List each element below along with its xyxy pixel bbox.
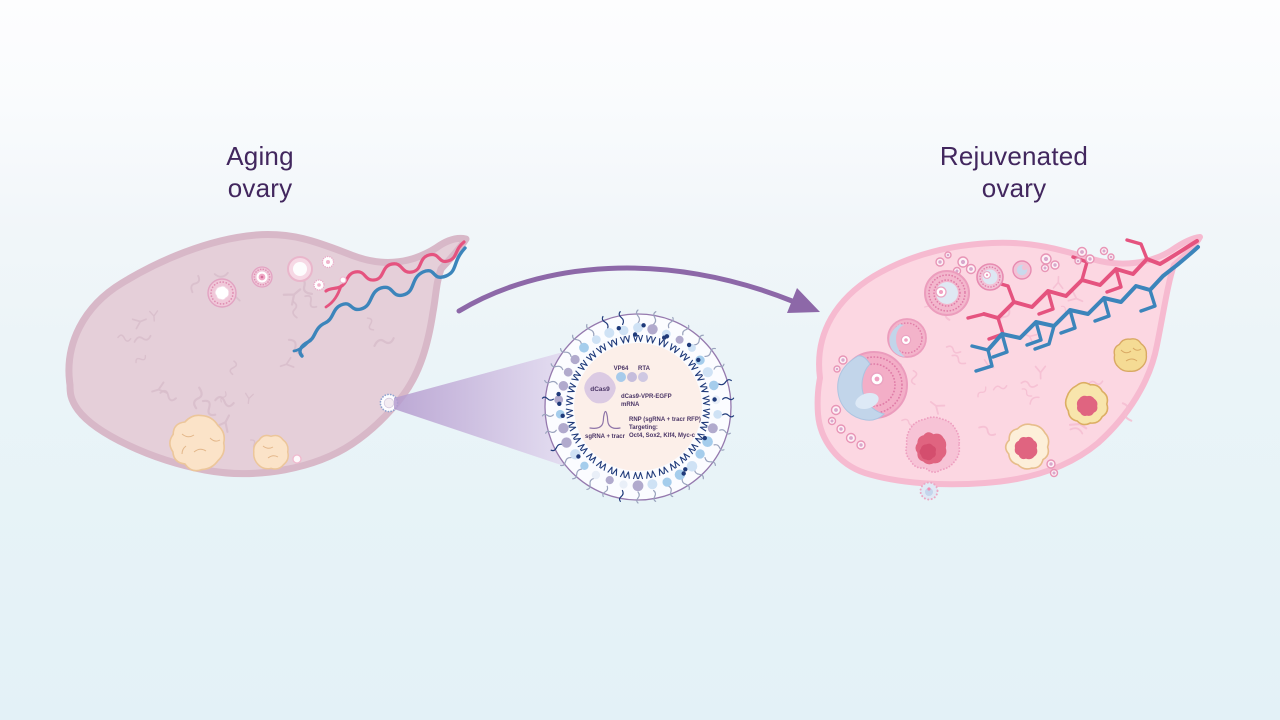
aging-ovary-texture [117, 271, 395, 450]
aging-follicles [207, 255, 347, 308]
aging-title-line1: Aging [226, 141, 294, 171]
rta-domain [638, 372, 648, 382]
aging-follicle-small-2 [313, 279, 325, 291]
vp64-label: VP64 [614, 366, 629, 372]
ovulating-follicle [905, 416, 961, 474]
rnp-label-line1: RNP (sgRNA + tracr RFP) [629, 417, 701, 423]
aging-follicle-cyst [287, 256, 313, 282]
aging-small-cyst [292, 454, 302, 464]
rejuvenated-vein-vessel [970, 245, 1200, 373]
aging-artery-branch [324, 284, 343, 309]
rnp-label-line2: Targeting: [629, 425, 658, 431]
growing-follicle-2 [1012, 260, 1032, 280]
corpus-albicans-1 [169, 414, 226, 472]
aging-vein-vessel [298, 246, 467, 358]
rejuvenated-title-line1: Rejuvenated [939, 141, 1089, 171]
growing-follicle-1 [976, 263, 1004, 291]
aging-follicle-secondary [251, 266, 273, 288]
liposome-cargo: VP64 RTA dCas9 dCas9-VPR-EGFP mRNA sgRNA… [584, 366, 701, 440]
aging-title-line2: ovary [227, 173, 293, 203]
rejuvenated-ovary-title: Rejuvenated ovary [914, 140, 1114, 204]
corpus-luteum-1 [1064, 381, 1109, 426]
aging-ovary-figure [65, 231, 470, 478]
aging-ovary-title: Aging ovary [160, 140, 360, 204]
antral-follicle-medium [887, 318, 927, 358]
vpr-domain [627, 372, 637, 382]
corpus-albicans-yellow [1113, 338, 1148, 373]
released-oocyte [919, 481, 939, 501]
rejuvenated-ovary-figure [814, 234, 1203, 501]
rta-label: RTA [638, 366, 651, 372]
rejuvenated-title-line2: ovary [981, 173, 1047, 203]
secondary-follicle [924, 270, 970, 316]
rnp-label-line3: Oct4, Sox2, Klf4, Myc-c [629, 433, 696, 439]
arrow-head-icon [787, 288, 820, 313]
dcas9-label: dCas9 [590, 386, 610, 393]
mrna-label-line2: mRNA [621, 402, 640, 408]
liposome-membrane [541, 309, 735, 504]
arrow-shaft [456, 265, 795, 314]
aging-follicle-small-3 [339, 276, 347, 284]
sgrna-label: sgRNA + tracr [585, 434, 626, 440]
corpus-luteum-2 [1004, 423, 1050, 470]
vp64-domain [616, 372, 626, 382]
liposome-detail: VP64 RTA dCas9 dCas9-VPR-EGFP mRNA sgRNA… [541, 309, 735, 504]
aging-vein-branch [292, 338, 312, 353]
aging-follicle-large [207, 278, 237, 308]
zoom-cone [394, 348, 578, 468]
sgrna-hairpin-icon [589, 410, 621, 429]
antral-follicle-large [837, 351, 908, 421]
transformation-arrow [456, 265, 820, 314]
dcas9-protein [584, 372, 616, 404]
mrna-label-line1: dCas9-VPR-EGFP [621, 394, 672, 400]
corpus-albicans-2 [252, 434, 289, 470]
rejuvenated-artery-vessel [966, 238, 1199, 341]
aging-follicle-small-1 [321, 255, 335, 269]
